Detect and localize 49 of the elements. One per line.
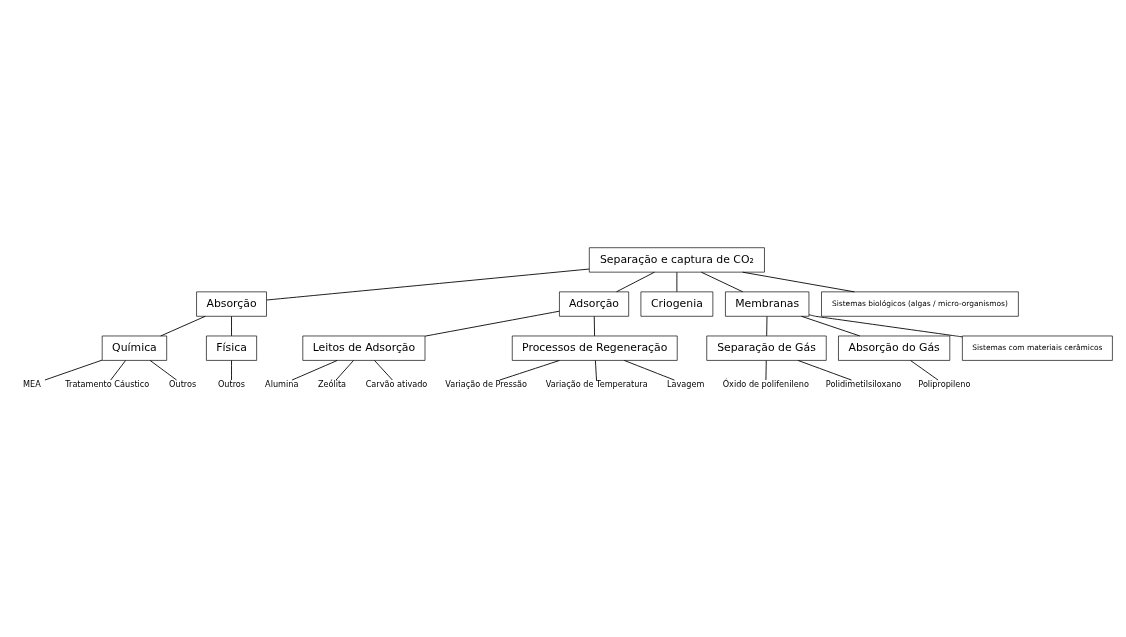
node-box: Física [206, 335, 257, 361]
connector [910, 359, 939, 380]
connector [765, 359, 767, 380]
connector [801, 315, 861, 336]
connector [808, 313, 963, 337]
connector [766, 315, 768, 336]
node-text: Variação de Pressão [445, 378, 527, 389]
connector [149, 359, 177, 380]
node-text: Carvão ativado [365, 378, 428, 389]
connector [110, 359, 126, 380]
node-box: Separação e captura de CO₂ [588, 246, 765, 272]
node-box: Absorção [196, 291, 267, 317]
node-box: Absorção do Gás [838, 335, 951, 361]
node-text: Outros [217, 378, 246, 389]
node-box: Química [101, 335, 168, 361]
node-box: Separação de Gás [706, 335, 827, 361]
node-text: Lavagem [667, 378, 705, 389]
node-text: Óxido de polifenileno [722, 378, 809, 389]
connector [594, 359, 597, 380]
connector [44, 359, 103, 380]
node-text: Polipropileno [918, 378, 971, 389]
node-text: Polidimetilsiloxano [825, 378, 902, 389]
connector [335, 359, 354, 380]
connector [593, 315, 595, 336]
connector [742, 271, 855, 292]
connector [616, 271, 655, 292]
connector [623, 359, 675, 381]
node-box: Membranas [725, 291, 810, 317]
node-text: MEA [23, 378, 41, 389]
node-box: Leitos de Adsorção [302, 335, 426, 361]
node-box: Criogenia [640, 291, 714, 317]
connector [160, 315, 206, 336]
node-text: Outros [169, 378, 197, 389]
connector [291, 359, 338, 381]
node-text: Alumina [265, 378, 299, 389]
node-box: Adsorção [559, 291, 629, 317]
connector [374, 359, 393, 380]
connector [499, 359, 560, 381]
connector [424, 310, 560, 337]
connector [676, 271, 678, 292]
connector [231, 359, 232, 380]
connector [231, 315, 232, 336]
node-text: Tratamento Cáustico [65, 378, 150, 389]
connector [266, 268, 590, 300]
node-box: Processos de Regeneração [511, 335, 678, 361]
connector [700, 271, 744, 292]
node-text: Variação de Temperatura [545, 378, 648, 389]
connector [797, 359, 852, 381]
node-text: Zeólita [317, 378, 347, 389]
